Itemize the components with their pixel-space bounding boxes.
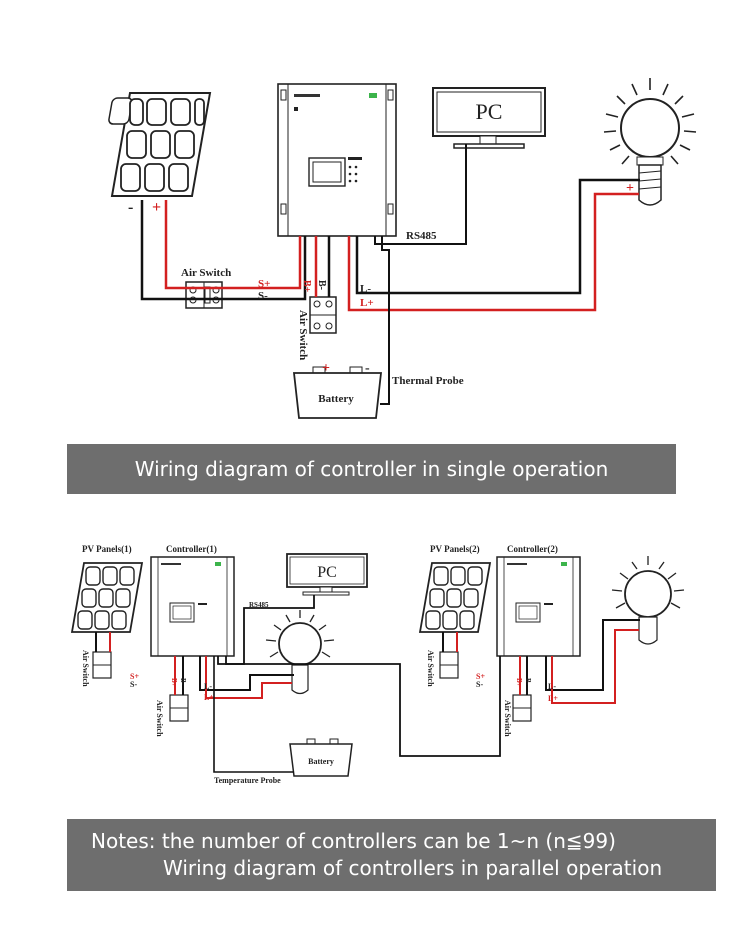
b-plus-1-label: B+ bbox=[170, 678, 178, 687]
rs485-parallel-wire bbox=[217, 595, 315, 665]
battery-plus-label: + bbox=[322, 361, 330, 376]
ctrl2-load-negative-wire bbox=[545, 619, 640, 691]
light-bulb-icon bbox=[603, 78, 697, 206]
controller-link-wire bbox=[225, 656, 501, 757]
s-plus-label: S+ bbox=[258, 278, 270, 290]
air-switch-horizontal bbox=[185, 281, 223, 309]
pc-monitor-icon bbox=[432, 87, 546, 149]
load-positive-wire bbox=[347, 192, 639, 312]
single-operation-banner: Wiring diagram of controller in single o… bbox=[67, 444, 676, 494]
battery-parallel-label: Battery bbox=[308, 757, 334, 766]
air-switch-batt2-label: Air Switch bbox=[503, 700, 512, 737]
b-plus-label: B+ bbox=[301, 280, 312, 293]
rs485-parallel-label: RS485 bbox=[249, 601, 269, 609]
parallel-notes: Notes: the number of controllers can be … bbox=[91, 829, 616, 853]
l-minus-2-label: L- bbox=[548, 682, 556, 691]
air-switch-batt1-label: Air Switch bbox=[155, 700, 164, 737]
s-plus-2-label: S+ bbox=[476, 672, 485, 681]
l-minus-label: L- bbox=[360, 283, 371, 295]
air-switch-label: Air Switch bbox=[181, 267, 231, 279]
parallel-operation-banner: Notes: the number of controllers can be … bbox=[67, 819, 716, 891]
load-negative-wire bbox=[355, 178, 640, 295]
battery-parallel-icon bbox=[289, 738, 353, 777]
l-minus-1-label: L- bbox=[204, 682, 212, 691]
ctrl1-load-positive-wire bbox=[205, 656, 292, 699]
rs485-wire bbox=[374, 144, 467, 245]
air-switch-vertical-label: Air Switch bbox=[297, 310, 309, 360]
temperature-probe-wire bbox=[213, 656, 294, 773]
air-switch-pv2-label: Air Switch bbox=[426, 650, 435, 687]
s-minus-2-label: S- bbox=[476, 680, 483, 689]
l-plus-2-label: L+ bbox=[548, 694, 558, 703]
b-minus-1-label: B- bbox=[179, 678, 187, 686]
rs485-label: RS485 bbox=[406, 230, 437, 242]
single-diagram: - + PC bbox=[108, 78, 697, 419]
solar-panel-1-icon bbox=[70, 562, 144, 633]
s-minus-1-label: S- bbox=[130, 680, 137, 689]
bulb-plus-label: + bbox=[626, 181, 634, 196]
ctrl1-load-negative-wire bbox=[199, 656, 294, 691]
air-switch-batt1 bbox=[169, 694, 189, 722]
b-plus-2-label: B+ bbox=[515, 678, 523, 687]
air-switch-pv2 bbox=[439, 651, 459, 679]
air-switch-batt2 bbox=[512, 694, 532, 722]
l-plus-label: L+ bbox=[360, 297, 374, 309]
s-minus-label: S- bbox=[258, 290, 268, 302]
battery-label: Battery bbox=[318, 393, 354, 405]
s-plus-1-label: S+ bbox=[130, 672, 139, 681]
ctrl1-label: Controller(1) bbox=[166, 544, 217, 554]
air-switch-vertical bbox=[309, 296, 337, 334]
controller-1-icon bbox=[150, 556, 235, 657]
battery-minus-label: - bbox=[365, 361, 370, 376]
solar-panel-2-icon bbox=[418, 562, 492, 633]
controller-2-icon bbox=[496, 556, 581, 657]
b-minus-label: B- bbox=[316, 280, 327, 290]
solar-panel-icon bbox=[108, 92, 212, 197]
air-switch-pv1 bbox=[92, 651, 112, 679]
parallel-operation-title: Wiring diagram of controllers in paralle… bbox=[163, 856, 663, 880]
controller-icon bbox=[277, 83, 397, 237]
b-minus-2-label: B- bbox=[524, 678, 532, 686]
pc-label: PC bbox=[476, 99, 503, 124]
battery-icon bbox=[292, 366, 383, 419]
single-operation-title: Wiring diagram of controller in single o… bbox=[134, 457, 609, 481]
thermal-probe-wire bbox=[380, 236, 390, 405]
light-bulb-right-icon bbox=[611, 556, 685, 645]
l-plus-1-label: L+ bbox=[204, 693, 214, 702]
pv-plus-label: + bbox=[152, 199, 161, 216]
pc-monitor-parallel-icon bbox=[286, 553, 368, 596]
thermal-probe-label: Thermal Probe bbox=[392, 375, 464, 387]
ctrl2-label: Controller(2) bbox=[507, 544, 558, 554]
pv-negative-wire bbox=[140, 200, 307, 301]
air-switch-pv1-label: Air Switch bbox=[81, 650, 90, 687]
pc-parallel-label: PC bbox=[317, 564, 337, 581]
light-bulb-middle-icon bbox=[265, 610, 335, 695]
pv-minus-label: - bbox=[128, 199, 133, 216]
pv2-label: PV Panels(2) bbox=[430, 544, 480, 554]
pv1-label: PV Panels(1) bbox=[82, 544, 132, 554]
parallel-diagram: PV Panels(1) Controller(1) PV Panels(2) … bbox=[70, 544, 685, 785]
temperature-probe-label: Temperature Probe bbox=[214, 776, 281, 785]
pv-positive-wire bbox=[164, 200, 302, 290]
ctrl2-load-positive-wire bbox=[551, 629, 639, 704]
